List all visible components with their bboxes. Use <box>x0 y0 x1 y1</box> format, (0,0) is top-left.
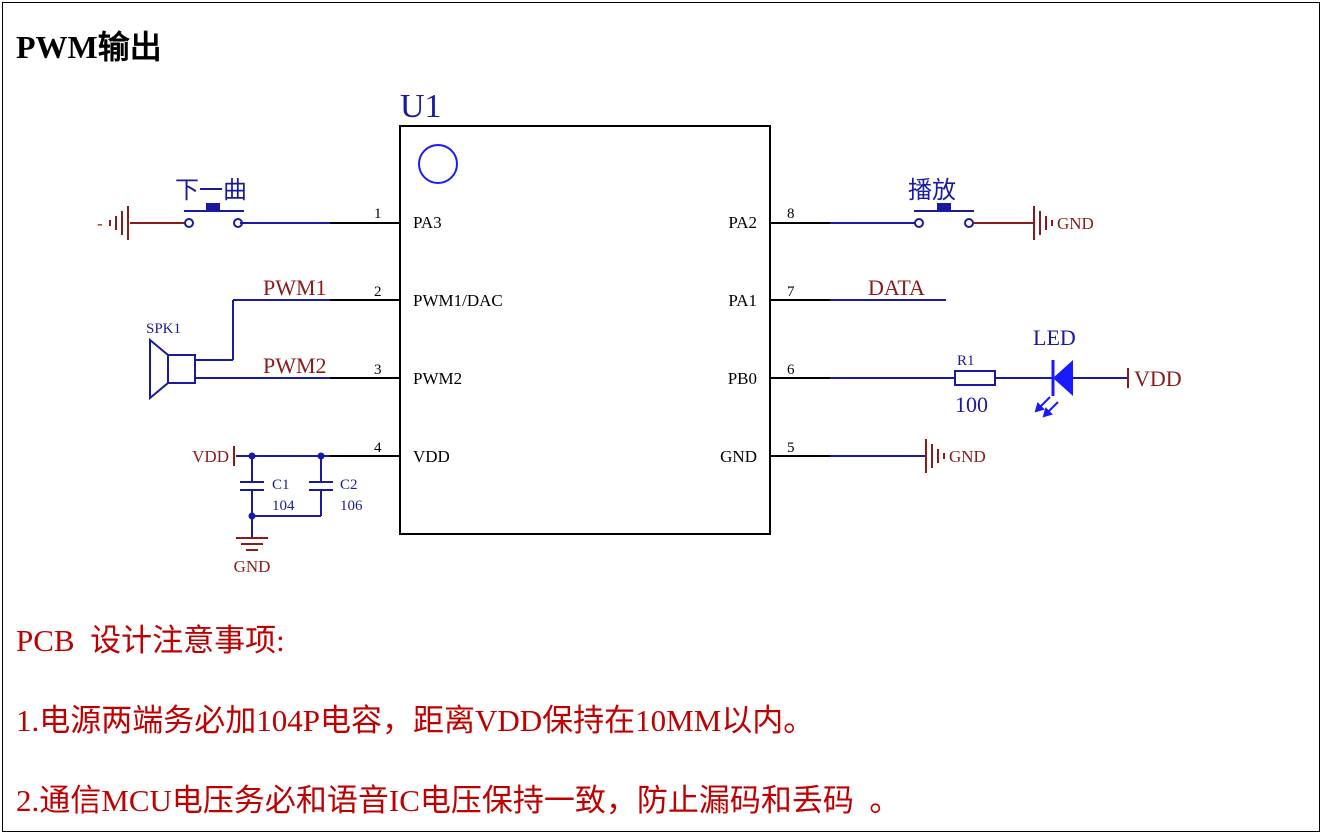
led-circuit <box>830 360 1129 418</box>
pin-name-pb0: PB0 <box>728 369 757 388</box>
led-label: LED <box>1033 325 1076 350</box>
gnd-caps-label: GND <box>234 557 271 576</box>
decoupling-circuit <box>233 446 333 551</box>
pin-number-2: 2 <box>374 284 382 300</box>
pin5-ground <box>830 439 945 473</box>
ic-body <box>399 125 771 535</box>
c2-value: 106 <box>340 498 363 514</box>
left-pin-stubs <box>330 222 400 457</box>
speaker-label: SPK1 <box>146 321 181 337</box>
play-button-label: 播放 <box>908 177 956 204</box>
net-label-pwm2: PWM2 <box>263 353 327 378</box>
note-line-2: 2.通信MCU电压务必和语音IC电压保持一致，防止漏码和丢码 。 <box>16 783 901 818</box>
pin-name-vdd: VDD <box>413 447 450 466</box>
r1-value: 100 <box>955 392 988 417</box>
pin-number-1: 1 <box>374 206 382 222</box>
vdd-right-label: VDD <box>1134 366 1182 391</box>
next-button-label: 下一曲 <box>175 177 247 204</box>
pin-name-gnd: GND <box>720 447 757 466</box>
right-pin-stubs <box>770 222 830 457</box>
pin-number-3: 3 <box>374 362 382 378</box>
gnd-pin5-label: GND <box>949 447 986 466</box>
note-line-1: 1.电源两端务必加104P电容，距离VDD保持在10MM以内。 <box>16 703 815 738</box>
vdd-left-label: VDD <box>192 447 229 466</box>
pin-number-6: 6 <box>787 362 795 378</box>
pin1-marker <box>418 144 458 184</box>
r1-ref: R1 <box>957 353 975 369</box>
net-label-pwm1: PWM1 <box>263 275 327 300</box>
pin-number-4: 4 <box>374 440 382 456</box>
pin-number-5: 5 <box>787 440 795 456</box>
pin-number-8: 8 <box>787 206 795 222</box>
left-ground-label: - <box>97 214 103 233</box>
pin-name-pa3: PA3 <box>413 213 442 232</box>
c1-ref: C1 <box>272 477 290 493</box>
next-button-circuit <box>109 203 330 240</box>
c1-value: 104 <box>272 498 295 514</box>
net-label-data: DATA <box>868 275 925 300</box>
page-title: PWM输出 <box>16 29 162 65</box>
pin-name-pwm2: PWM2 <box>413 369 462 388</box>
gnd-pa2-label: GND <box>1057 214 1094 233</box>
pin-name-pwm1dac: PWM1/DAC <box>413 291 503 310</box>
pin-name-pa2: PA2 <box>728 213 757 232</box>
pin-number-7: 7 <box>787 284 795 300</box>
pin-name-pa1: PA1 <box>728 291 757 310</box>
speaker-circuit <box>149 299 330 401</box>
play-button-circuit <box>830 203 1053 240</box>
ic-designator: U1 <box>400 88 442 125</box>
notes-title: PCB 设计注意事项: <box>16 623 285 658</box>
c2-ref: C2 <box>340 477 358 493</box>
schematic-diagram: U1 1 2 3 4 PA3 PWM1/DAC PWM2 VDD 8 7 6 5… <box>97 88 1182 576</box>
